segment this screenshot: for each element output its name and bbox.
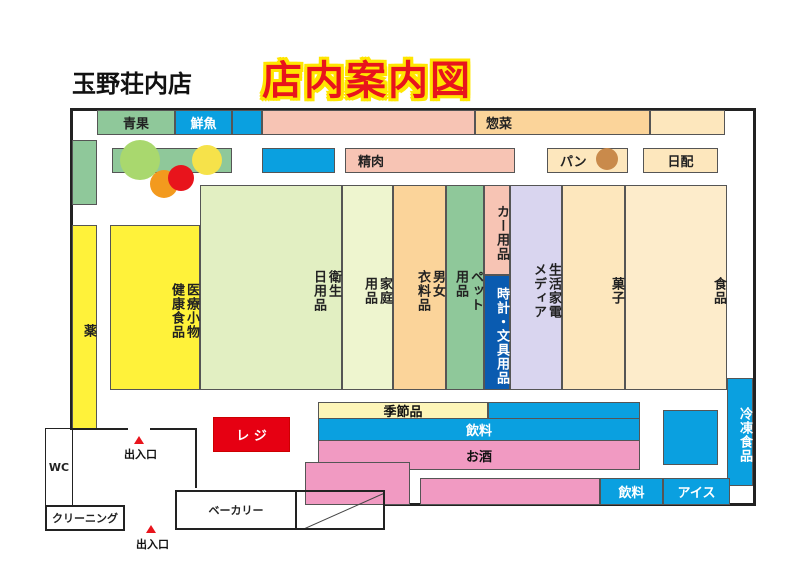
entrance-arrow-icon (146, 525, 156, 533)
liquor-display (305, 462, 410, 505)
section-seika: 青果 (97, 110, 175, 135)
banana-icon (192, 145, 222, 175)
restroom: WC (45, 428, 73, 506)
section-shokuhin: 食品 (625, 185, 727, 390)
section-reito: 冷凍食品 (727, 378, 753, 486)
wall (70, 108, 73, 430)
section-pet: ペット 用品 (446, 185, 484, 390)
storage-area (295, 490, 385, 530)
section-iryo: 医療小物 健康食品 (110, 225, 200, 390)
section-inryo: 飲料 (318, 418, 640, 441)
section-sengyo: 鮮魚 (175, 110, 232, 135)
fish-display-2 (262, 148, 335, 173)
section-kaden: 生活家電 メディア (510, 185, 562, 390)
section-kashi: 菓子 (562, 185, 625, 390)
entrance-label[interactable]: 出入口 (124, 448, 157, 461)
wall (70, 108, 756, 111)
wall (150, 428, 195, 430)
frozen-display (663, 410, 718, 465)
meat-display (262, 110, 475, 135)
wall (72, 428, 128, 430)
bread-icon (596, 148, 618, 170)
section-car: カー用品 (484, 185, 510, 275)
section-seiniku: 精肉 (345, 148, 515, 173)
section-inryo2: 飲料 (600, 478, 663, 505)
liquor-display-2 (420, 478, 600, 505)
bakery-shop: ベーカリー (175, 490, 297, 530)
section-eisei: 衛生 日用品 (200, 185, 342, 390)
section-kisetsu: 季節品 (318, 402, 488, 420)
produce-side (72, 140, 97, 205)
register: レ ジ (213, 417, 290, 452)
drink-display (488, 402, 640, 419)
apple-icon (168, 165, 194, 191)
section-ice: アイス (663, 478, 730, 505)
section-katei: 家庭 用品 (342, 185, 393, 390)
map-title: 店内案内図 (262, 58, 472, 104)
diagonal-line (304, 493, 383, 528)
fish-display (232, 110, 262, 135)
wall (195, 428, 197, 488)
store-name: 玉野荘内店 (72, 70, 192, 98)
section-sozai: 惣菜 (475, 110, 650, 135)
section-kusuri: 薬 (72, 225, 97, 430)
entrance-label[interactable]: 出入口 (136, 538, 169, 551)
entrance-arrow-icon (134, 436, 144, 444)
section-tokei: 時計・文具用品 (484, 275, 510, 390)
section-nippai: 日配 (643, 148, 718, 173)
daily-display (650, 110, 725, 135)
section-irui: 男女 衣料品 (393, 185, 446, 390)
cleaning-shop: クリーニング (45, 505, 125, 531)
wall (753, 108, 756, 506)
